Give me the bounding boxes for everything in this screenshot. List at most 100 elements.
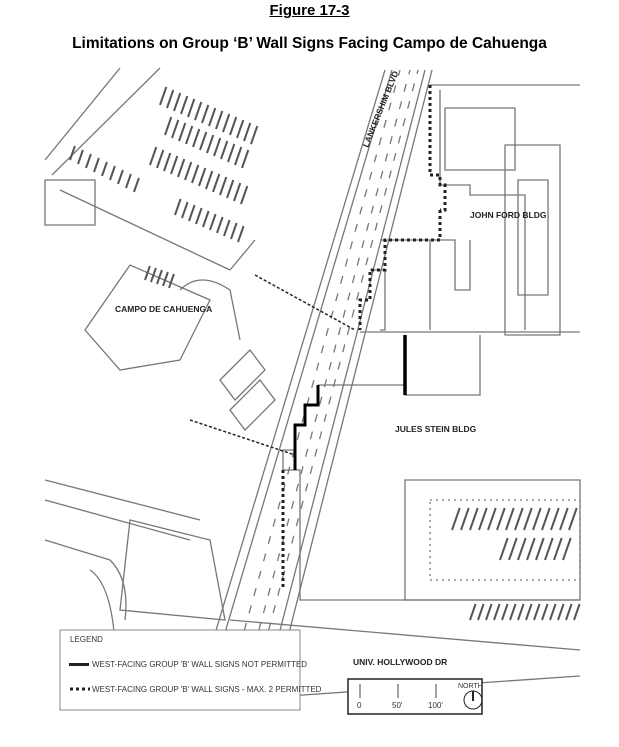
parking-stripe bbox=[485, 603, 493, 621]
parking-stripe bbox=[533, 603, 541, 621]
parking-stripe bbox=[234, 146, 243, 166]
legend-title: LEGEND bbox=[70, 635, 103, 644]
parking-stripe bbox=[163, 152, 172, 172]
parking-stripe bbox=[109, 165, 116, 181]
parking-stripe bbox=[549, 603, 557, 621]
parking-stripe bbox=[188, 204, 196, 222]
parking-stripe bbox=[541, 507, 551, 531]
legend-item-not-permitted: WEST-FACING GROUP 'B' WALL SIGNS NOT PER… bbox=[92, 660, 307, 669]
parking-stripe bbox=[493, 603, 501, 621]
parking-stripe bbox=[526, 537, 536, 561]
parking-stripe bbox=[213, 137, 222, 157]
parking-stripe bbox=[144, 265, 151, 281]
parking-stripe bbox=[241, 149, 250, 169]
parking-stripe bbox=[243, 122, 252, 142]
parking-stripe bbox=[174, 198, 182, 216]
parking-stripe bbox=[562, 537, 572, 561]
parking-stripe bbox=[156, 149, 165, 169]
parking-stripe bbox=[162, 271, 169, 287]
parking-stripe bbox=[469, 507, 479, 531]
parking-stripe bbox=[180, 95, 189, 115]
label-univ-hollywood-dr: UNIV. HOLLYWOOD DR bbox=[353, 657, 447, 667]
parking-stripe bbox=[191, 164, 200, 184]
parking-stripes bbox=[69, 38, 581, 621]
parking-stripe bbox=[194, 101, 203, 121]
legend-item-max-2-permitted: WEST-FACING GROUP 'B' WALL SIGNS - MAX. … bbox=[92, 685, 322, 694]
parking-stripe bbox=[229, 116, 238, 136]
parking-stripe bbox=[223, 219, 231, 237]
parking-stripe bbox=[178, 122, 187, 142]
parking-stripe bbox=[514, 507, 524, 531]
parking-stripe bbox=[573, 603, 581, 621]
label-campo-de-cahuenga: CAMPO DE CAHUENGA bbox=[115, 304, 212, 314]
parking-stripe bbox=[164, 116, 173, 136]
parking-stripe bbox=[509, 603, 517, 621]
parking-stripe bbox=[469, 603, 477, 621]
parking-stripe bbox=[496, 507, 506, 531]
parking-stripe bbox=[195, 207, 203, 225]
label-john-ford-bldg: JOHN FORD BLDG bbox=[470, 210, 547, 220]
figure-number: Figure 17-3 bbox=[269, 2, 350, 19]
scale-100: 100' bbox=[428, 701, 443, 710]
parking-stripe bbox=[227, 143, 236, 163]
parking-stripe bbox=[149, 146, 158, 166]
parking-stripe bbox=[173, 92, 182, 112]
parking-stripe bbox=[451, 507, 461, 531]
parking-stripe bbox=[209, 213, 217, 231]
parking-stripe bbox=[501, 603, 509, 621]
parking-stripe bbox=[250, 125, 259, 145]
parking-stripe bbox=[181, 201, 189, 219]
figure-title: Limitations on Group ‘B’ Wall Signs Faci… bbox=[72, 35, 547, 52]
parking-stripe bbox=[240, 185, 249, 205]
scale-bar: 0 50' 100' NORTH bbox=[347, 678, 483, 715]
parking-stripe bbox=[478, 507, 488, 531]
parking-stripe bbox=[541, 603, 549, 621]
parking-stripe bbox=[477, 603, 485, 621]
parking-stripe bbox=[77, 149, 84, 165]
parking-stripe bbox=[535, 537, 545, 561]
parking-stripe bbox=[219, 176, 228, 196]
parking-stripe bbox=[544, 537, 554, 561]
legend: LEGEND WEST-FACING GROUP 'B' WALL SIGNS … bbox=[59, 629, 322, 711]
parking-stripe bbox=[150, 267, 157, 283]
parking-stripe bbox=[170, 155, 179, 175]
parking-stripe bbox=[201, 104, 210, 124]
parking-stripe bbox=[236, 119, 245, 139]
parking-stripe bbox=[93, 157, 100, 173]
parking-stripe bbox=[226, 179, 235, 199]
parking-stripe bbox=[215, 110, 224, 130]
parking-stripe bbox=[159, 86, 168, 106]
scale-50: 50' bbox=[392, 701, 403, 710]
parking-stripe bbox=[532, 507, 542, 531]
parking-stripe bbox=[557, 603, 565, 621]
parking-stripe bbox=[523, 507, 533, 531]
parking-stripe bbox=[550, 507, 560, 531]
parking-stripe bbox=[69, 145, 76, 161]
parking-stripe bbox=[177, 158, 186, 178]
parking-stripe bbox=[525, 603, 533, 621]
scale-0: 0 bbox=[357, 701, 362, 710]
parking-stripe bbox=[85, 153, 92, 169]
parking-stripe bbox=[198, 167, 207, 187]
parking-stripe bbox=[166, 89, 175, 109]
parking-stripe bbox=[553, 537, 563, 561]
parking-stripe bbox=[133, 177, 140, 193]
parking-stripe bbox=[117, 169, 124, 185]
parking-stripe bbox=[205, 170, 214, 190]
parking-stripe bbox=[156, 269, 163, 285]
parking-stripe bbox=[568, 507, 578, 531]
parking-stripe bbox=[460, 507, 470, 531]
north-label: NORTH bbox=[458, 683, 483, 690]
parking-stripe bbox=[517, 603, 525, 621]
parking-stripe bbox=[125, 173, 132, 189]
parking-stripe bbox=[168, 273, 175, 289]
parking-stripe bbox=[517, 537, 527, 561]
parking-stripe bbox=[184, 161, 193, 181]
parking-stripe bbox=[220, 140, 229, 160]
parking-stripe bbox=[487, 507, 497, 531]
parking-stripe bbox=[192, 128, 201, 148]
parking-stripe bbox=[499, 537, 509, 561]
parking-stripe bbox=[222, 113, 231, 133]
parking-stripe bbox=[212, 173, 221, 193]
